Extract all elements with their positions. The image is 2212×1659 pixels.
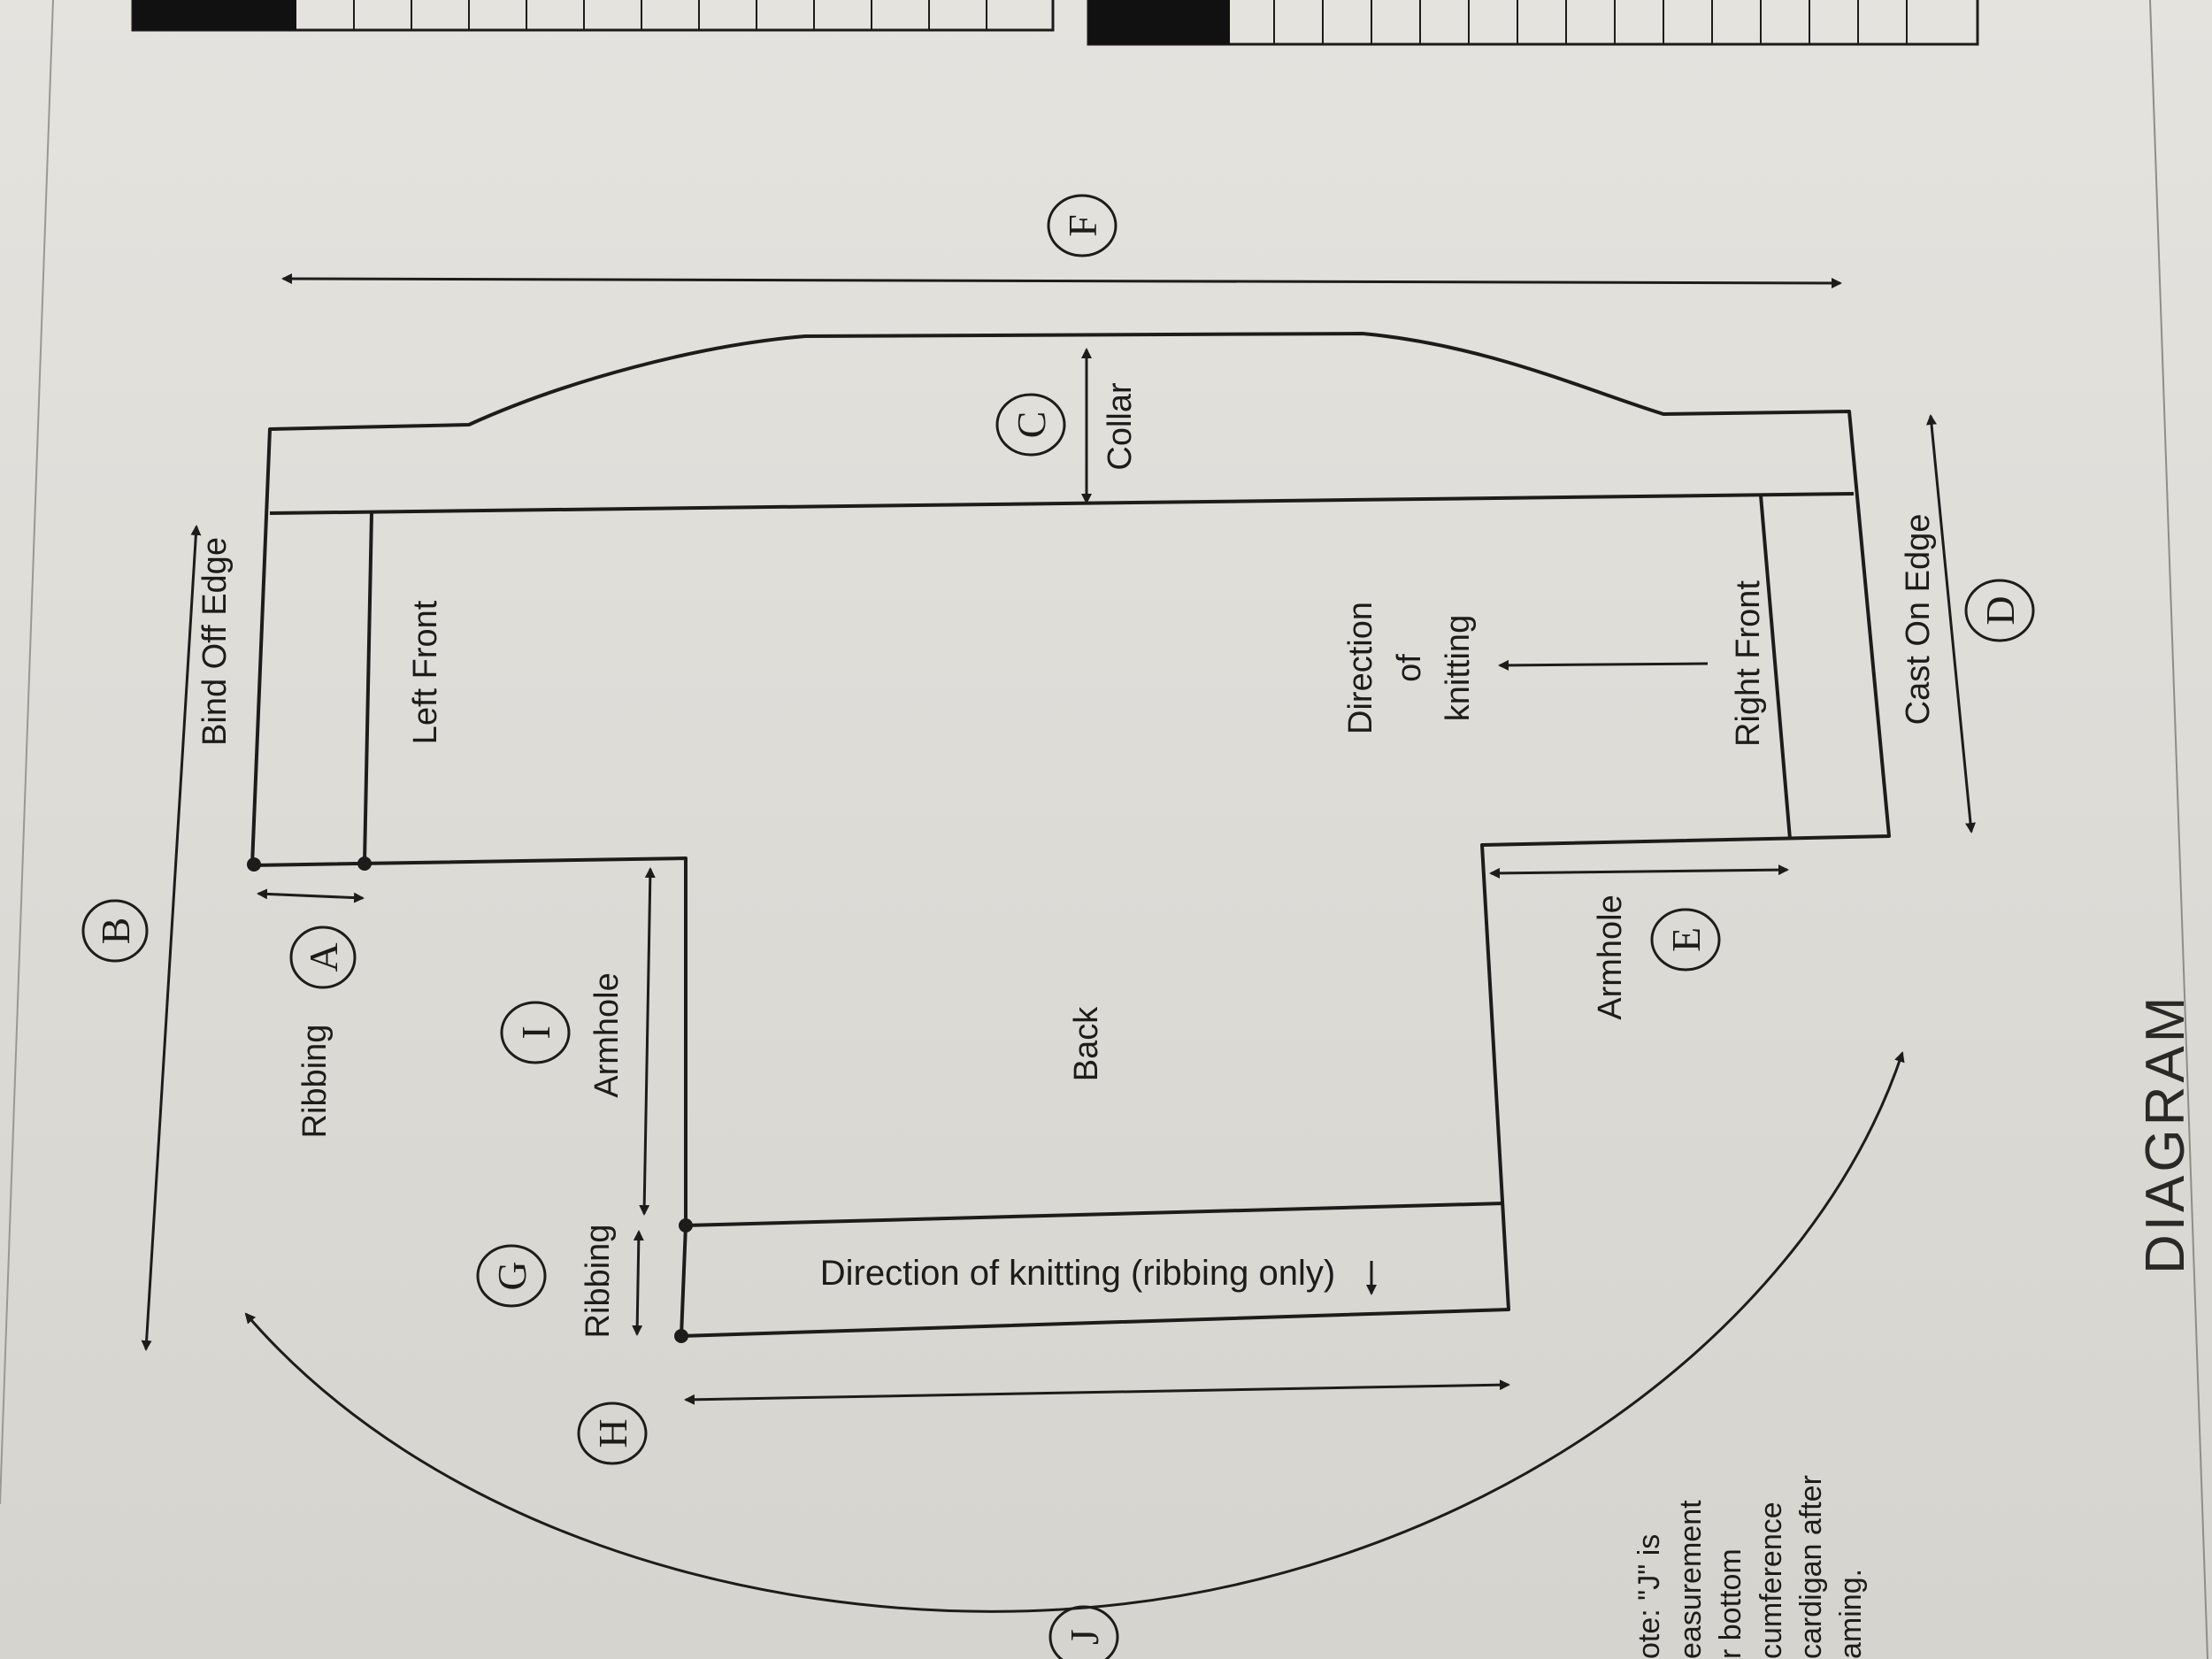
label-armhole-i: Armhole xyxy=(588,972,626,1098)
letter-circle-d xyxy=(1964,579,2035,642)
note-line-6: aming. xyxy=(1834,1569,1868,1659)
letter-a: A xyxy=(301,942,346,972)
label-direction-2: of xyxy=(1391,654,1428,682)
note-line-3: r bottom xyxy=(1714,1548,1747,1659)
letter-circle-e xyxy=(1650,908,1721,972)
arrow-d xyxy=(1926,414,1976,833)
letter-c: C xyxy=(1009,411,1054,439)
label-direction-1: Direction xyxy=(1342,602,1379,734)
label-collar: Collar xyxy=(1102,382,1139,471)
letter-circle-c xyxy=(995,393,1066,457)
label-ribbing-g: Ribbing xyxy=(580,1225,617,1339)
label-direction-ribbing: Direction of knitting (ribbing only) xyxy=(820,1254,1335,1293)
letter-circle-g xyxy=(476,1244,547,1308)
corner-dot xyxy=(679,1218,693,1233)
garment-outline xyxy=(250,332,1891,1338)
label-bind-off-edge: Bind Off Edge xyxy=(196,537,234,746)
arrow-b xyxy=(141,525,202,1351)
left-front-ribbing-line xyxy=(363,512,373,864)
label-direction-3: knitting xyxy=(1440,615,1477,721)
label-ribbing-a: Ribbing xyxy=(296,1025,334,1139)
label-right-front: Right Front xyxy=(1730,580,1767,747)
note-line-1: ote: "J" is xyxy=(1632,1534,1666,1659)
corner-dot xyxy=(247,857,261,872)
letter-b: B xyxy=(93,918,138,945)
letter-h: H xyxy=(590,1418,635,1448)
arrow-e xyxy=(1489,864,1789,879)
corner-dot xyxy=(357,856,372,871)
arrow-a xyxy=(257,888,365,903)
label-armhole-e: Armhole xyxy=(1592,895,1629,1020)
right-front-ribbing-line xyxy=(1759,495,1792,840)
note-line-2: easurement xyxy=(1674,1500,1708,1659)
letter-i: I xyxy=(513,1025,558,1039)
letter-d: D xyxy=(1978,595,2023,625)
arrow-j xyxy=(244,1051,1905,1613)
collar-seam-line xyxy=(269,492,1855,515)
note-line-4: cumference xyxy=(1755,1502,1788,1659)
letter-circle-f xyxy=(1047,194,1118,257)
letter-circle-h xyxy=(577,1402,648,1465)
label-cast-on-edge: Cast On Edge xyxy=(1900,514,1937,726)
letter-circle-a xyxy=(289,926,357,989)
letter-e: E xyxy=(1663,927,1709,952)
letter-f: F xyxy=(1060,214,1105,237)
partial-table-left xyxy=(131,0,1055,32)
arrow-i xyxy=(639,867,656,1216)
letter-circle-i xyxy=(500,1001,571,1064)
arrow-g xyxy=(632,1230,644,1336)
note-line-5: cardigan after xyxy=(1794,1475,1828,1659)
arrow-f xyxy=(281,273,1842,288)
label-back: Back xyxy=(1068,1006,1105,1081)
letter-circle-b xyxy=(81,899,149,963)
letter-j: J xyxy=(1062,1629,1107,1645)
arrow-direction-knitting xyxy=(1498,659,1709,671)
partial-table-right xyxy=(1087,0,1979,46)
back-ribbing-line xyxy=(685,1202,1505,1227)
diagram-title: DIAGRAM xyxy=(2135,994,2196,1274)
arrow-h xyxy=(684,1379,1510,1405)
page-edge-line-right xyxy=(2149,0,2208,1659)
page-edge-line-left xyxy=(0,0,54,1505)
label-left-front: Left Front xyxy=(407,600,444,744)
corner-dot xyxy=(674,1329,688,1343)
letter-g: G xyxy=(489,1261,534,1290)
letter-circle-j xyxy=(1048,1605,1119,1659)
